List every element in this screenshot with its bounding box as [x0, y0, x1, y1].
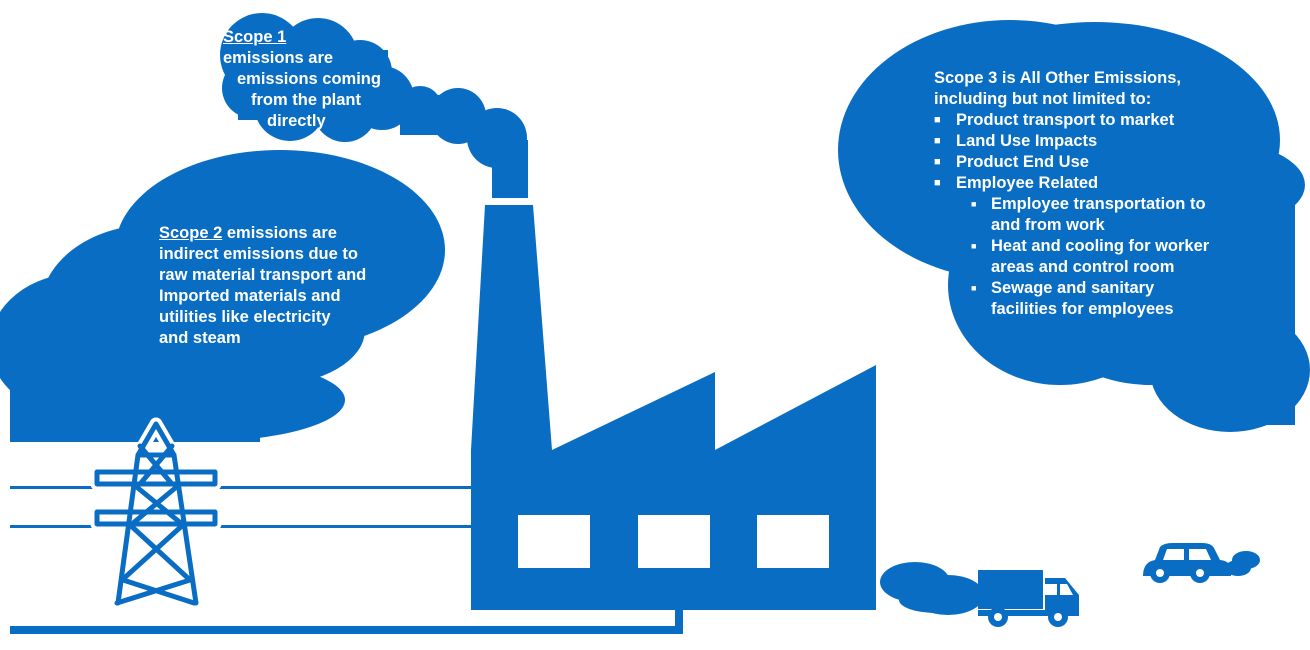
sub-list-item: ■Sewage and sanitary [971, 279, 1155, 297]
bullet-square-icon: ■ [934, 135, 941, 147]
scope1-line: emissions coming [237, 70, 381, 88]
scope3-cloud [838, 20, 1310, 432]
scope2-line: emissions are [222, 224, 337, 242]
sub-list-item: ■Heat and cooling for worker [971, 237, 1210, 255]
scope2-heading: Scope 2 [159, 224, 223, 242]
bullet-square-icon: ■ [971, 199, 977, 209]
scope1-line: directly [267, 112, 326, 130]
smoke-trail [398, 86, 528, 198]
factory-window-1 [518, 515, 590, 568]
list-item: ■Product End Use [934, 153, 1089, 171]
scope2-line: and steam [159, 329, 241, 347]
scope1-line: from the plant [251, 91, 361, 109]
bullet-square-icon: ■ [971, 283, 977, 293]
factory-window-2 [638, 515, 710, 568]
list-item: ■Product transport to market [934, 111, 1175, 129]
scope2-line: raw material transport and [159, 266, 367, 284]
sub-list-item-continued: and from work [991, 216, 1105, 234]
delivery-truck-icon [978, 570, 1079, 627]
scope1-text: Scope 1 emissions are emissions coming f… [223, 27, 413, 132]
truck-exhaust-cloud [880, 562, 984, 615]
sub-list-item-continued: facilities for employees [991, 300, 1174, 318]
power-line-1 [10, 486, 473, 489]
bullet-square-icon: ■ [934, 177, 941, 189]
scope2-cloud [0, 150, 445, 442]
sub-list-item-continued: areas and control room [991, 258, 1175, 276]
scope1-line: emissions are [223, 49, 334, 67]
bullet-square-icon: ■ [934, 114, 941, 126]
bullet-square-icon: ■ [971, 241, 977, 251]
scope2-line: Imported materials and [159, 287, 341, 305]
scope3-intro: Scope 3 is All Other Emissions, [934, 69, 1181, 87]
scope2-line: indirect emissions due to [159, 245, 358, 263]
ground-line [10, 610, 683, 634]
scope1-heading: Scope 1 [223, 28, 287, 46]
car-icon [1143, 543, 1231, 583]
scope3-text: Scope 3 is All Other Emissions, includin… [934, 68, 1244, 320]
factory-window-3 [757, 515, 829, 568]
scope2-line: utilities like electricity [159, 308, 331, 326]
scope3-intro: including but not limited to: [934, 90, 1152, 108]
power-line-2 [10, 525, 473, 528]
scope2-text: Scope 2 emissions are indirect emissions… [159, 223, 409, 349]
transmission-tower-icon [90, 417, 222, 610]
sub-list-item: ■Employee transportation to [971, 195, 1206, 213]
scope1-cloud [220, 13, 414, 142]
list-item: ■Employee Related [934, 174, 1099, 192]
car-exhaust-cloud [1225, 551, 1260, 576]
bullet-square-icon: ■ [934, 156, 941, 168]
factory-icon [471, 205, 876, 610]
list-item: ■Land Use Impacts [934, 132, 1098, 150]
